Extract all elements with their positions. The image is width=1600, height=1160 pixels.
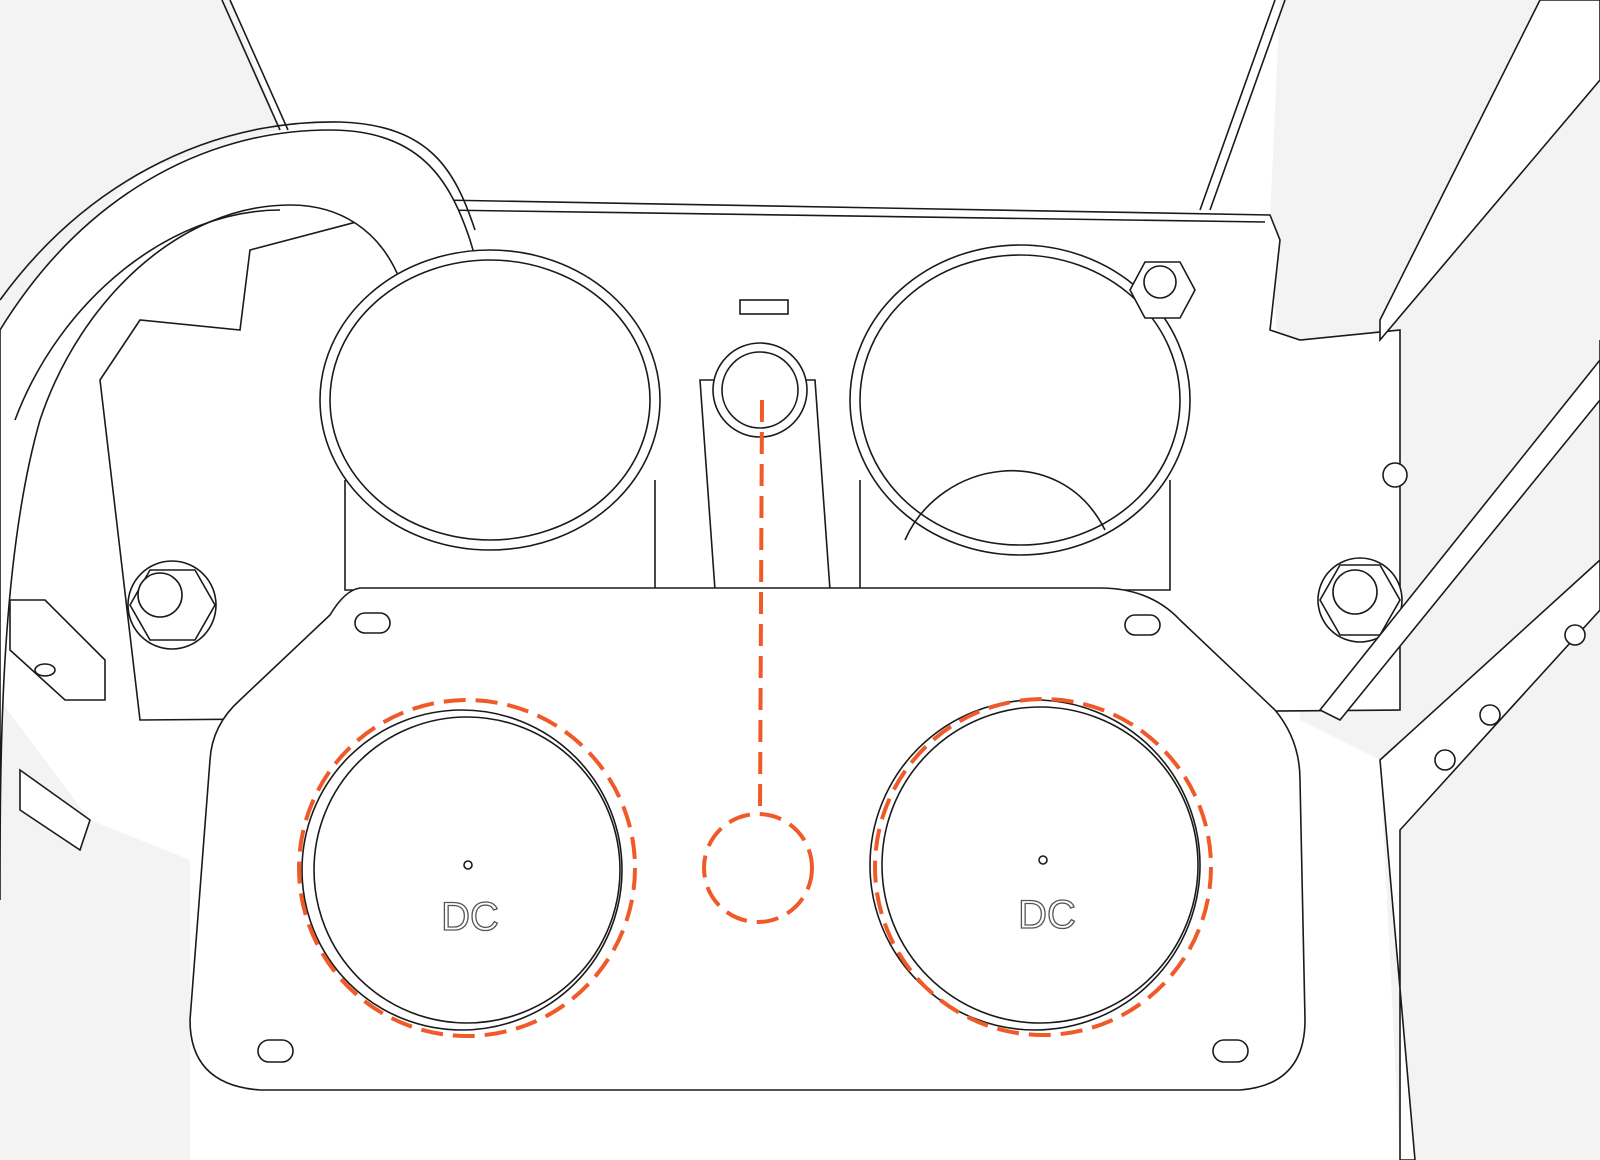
highlight-left-cap	[297, 698, 637, 1038]
left-pipe	[319, 249, 661, 591]
nut-left	[127, 560, 217, 650]
left-cap: DC	[301, 709, 623, 1031]
right-rails	[1318, 0, 1600, 1160]
highlight-markers	[297, 399, 1213, 1038]
left-bracket	[9, 599, 106, 852]
nut-right	[1317, 557, 1403, 643]
highlight-right-cap	[873, 697, 1213, 1037]
highlight-leader-line	[758, 399, 764, 815]
nut-top-right	[1129, 261, 1196, 319]
center-tube	[699, 299, 831, 591]
right-pipe	[849, 244, 1191, 591]
right-cap-label: DC	[1018, 893, 1076, 937]
highlight-center-hole	[702, 812, 814, 924]
left-cap-label: DC	[441, 895, 499, 939]
